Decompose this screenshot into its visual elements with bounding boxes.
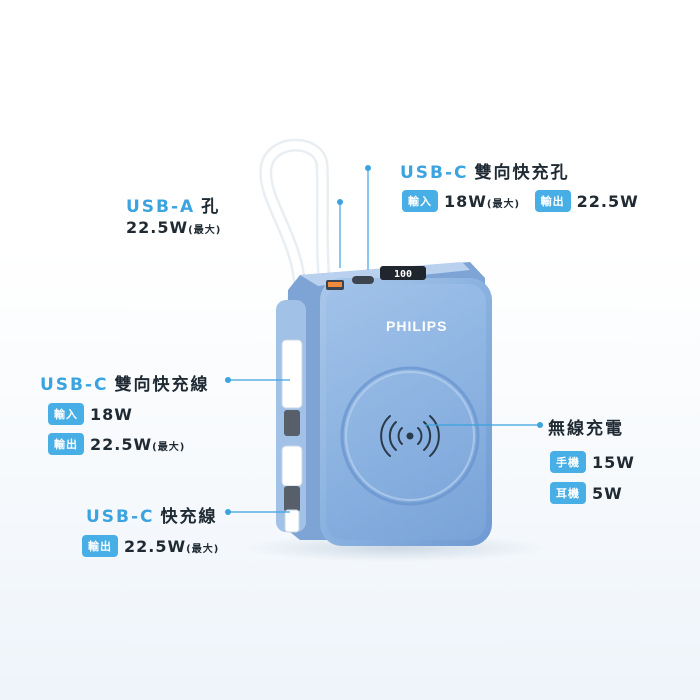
svg-text:100: 100: [394, 269, 412, 280]
usb-c-port-spec: 輸入 18W(最大) 輸出 22.5W: [402, 190, 639, 212]
cable-slot-fast: [281, 445, 303, 487]
wireless-earbuds-pill: 耳機: [550, 482, 586, 504]
usb-c-bi-cable-input: 輸入 18W: [48, 403, 133, 425]
usb-c-fast-cable-output-pill: 輸出: [82, 535, 118, 557]
usb-c-port-output-pill: 輸出: [534, 190, 571, 212]
usb-c-port-output-value: 22.5W: [576, 192, 639, 211]
usb-c-bi-cable-output: 輸出 22.5W(最大): [48, 433, 185, 455]
usb-a-spec: 22.5W(最大): [126, 218, 221, 237]
wireless-icon: [380, 415, 440, 457]
usb-c-bi-cable-output-value: 22.5W: [90, 435, 153, 454]
usb-c-bi-cable-port-name: USB-C: [40, 375, 109, 395]
brand-logo: PHILIPS: [386, 318, 448, 334]
usb-a-port-name: USB-A: [126, 197, 196, 217]
usb-c-bi-cable-input-value: 18W: [90, 405, 133, 424]
usb-c-port: [352, 276, 374, 284]
wireless-earbuds-value: 5W: [592, 484, 623, 503]
wireless-phone-spec: 手機 15W: [550, 451, 635, 473]
usb-c-fast-cable-output: 輸出 22.5W(最大): [82, 535, 219, 557]
wireless-phone-value: 15W: [592, 453, 635, 472]
usb-c-fast-cable-port-name: USB-C: [86, 507, 155, 527]
usb-c-fast-cable-label: 快充線: [160, 507, 218, 527]
wireless-title: 無線充電: [548, 414, 624, 439]
usb-c-port-name: USB-C: [400, 163, 469, 183]
usb-c-fast-cable-output-value: 22.5W: [124, 537, 187, 556]
wireless-phone-pill: 手機: [550, 451, 586, 473]
usb-c-bi-cable-label: 雙向快充線: [114, 375, 210, 395]
usb-c-fast-cable-output-note: (最大): [186, 544, 220, 555]
usb-a-spec-note: (最大): [188, 225, 222, 236]
usb-c-bi-cable-output-note: (最大): [152, 442, 186, 453]
wireless-earbuds-spec: 耳機 5W: [550, 482, 623, 504]
usb-c-bi-cable-input-pill: 輸入: [48, 403, 84, 425]
wireless-label: 無線充電: [548, 419, 624, 439]
usb-c-port-input-pill: 輸入: [402, 190, 438, 212]
magnetic-ring: [340, 366, 480, 506]
usb-c-port-input-note: (最大): [486, 199, 521, 210]
usb-c-port-label: 雙向快充孔: [474, 163, 570, 183]
cable-slot-bidirectional: [281, 339, 303, 409]
usb-a-label: 孔: [201, 197, 221, 217]
usb-c-port-input-value: 18W: [444, 192, 487, 211]
usb-c-bi-cable-output-pill: 輸出: [48, 433, 84, 455]
usb-a-spec-value: 22.5W: [126, 218, 189, 237]
led-display: [380, 266, 426, 280]
